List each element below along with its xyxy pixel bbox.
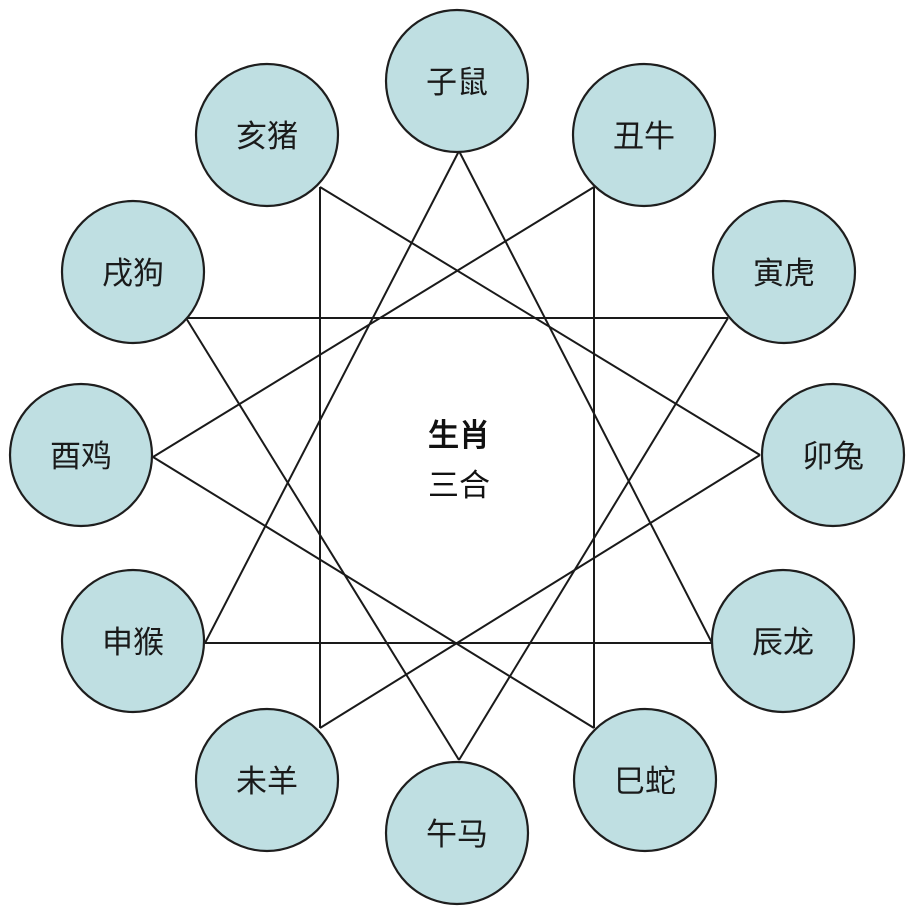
zodiac-node-shen: 申猴 xyxy=(60,568,206,714)
zodiac-label-chen: 辰龙 xyxy=(752,625,814,661)
zodiac-circle-xu xyxy=(60,199,206,345)
zodiac-node-zi: 子鼠 xyxy=(384,8,530,154)
zodiac-node-hai: 亥猪 xyxy=(194,62,340,208)
zodiac-label-hai: 亥猪 xyxy=(236,119,298,155)
zodiac-circle-chou xyxy=(571,62,717,208)
zodiac-circle-wu xyxy=(384,760,530,906)
trine-line-zi-chen xyxy=(458,150,713,644)
zodiac-label-mao: 卯兔 xyxy=(802,439,864,475)
zodiac-circle-yin xyxy=(711,199,857,345)
zodiac-circle-you xyxy=(8,382,154,528)
trine-line-shen-zi xyxy=(204,150,460,644)
zodiac-node-wei: 未羊 xyxy=(194,707,340,853)
zodiac-node-chen: 辰龙 xyxy=(710,568,856,714)
trine-lines xyxy=(152,150,761,761)
zodiac-label-si: 巳蛇 xyxy=(614,764,676,800)
zodiac-node-wu: 午马 xyxy=(384,760,530,906)
zodiac-node-chou: 丑牛 xyxy=(571,62,717,208)
zodiac-node-mao: 卯兔 xyxy=(760,382,906,528)
trine-line-si-you xyxy=(152,456,595,729)
zodiac-label-chou: 丑牛 xyxy=(613,119,675,155)
zodiac-label-wu: 午马 xyxy=(426,817,488,853)
trine-line-hai-mao xyxy=(319,186,761,456)
zodiac-label-xu: 戌狗 xyxy=(102,256,164,292)
zodiac-circle-mao xyxy=(760,382,906,528)
center-title-line1: 生肖 xyxy=(428,418,490,454)
zodiac-circle-shen xyxy=(60,568,206,714)
zodiac-circle-hai xyxy=(194,62,340,208)
zodiac-circle-zi xyxy=(384,8,530,154)
zodiac-circle-wei xyxy=(194,707,340,853)
zodiac-node-you: 酉鸡 xyxy=(8,382,154,528)
trine-line-you-chou xyxy=(152,186,595,458)
trine-line-mao-wei xyxy=(319,454,761,729)
zodiac-label-you: 酉鸡 xyxy=(50,439,112,475)
zodiac-circle-chen xyxy=(710,568,856,714)
zodiac-label-shen: 申猴 xyxy=(102,625,164,661)
zodiac-label-wei: 未羊 xyxy=(236,764,298,800)
zodiac-node-xu: 戌狗 xyxy=(60,199,206,345)
zodiac-circle-si xyxy=(572,707,718,853)
zodiac-label-zi: 子鼠 xyxy=(426,65,488,101)
center-title-line2: 三合 xyxy=(428,468,490,504)
zodiac-node-si: 巳蛇 xyxy=(572,707,718,853)
trine-line-wu-xu xyxy=(185,317,460,761)
trine-line-yin-wu xyxy=(458,317,729,761)
zodiac-label-yin: 寅虎 xyxy=(753,256,815,292)
zodiac-node-yin: 寅虎 xyxy=(711,199,857,345)
